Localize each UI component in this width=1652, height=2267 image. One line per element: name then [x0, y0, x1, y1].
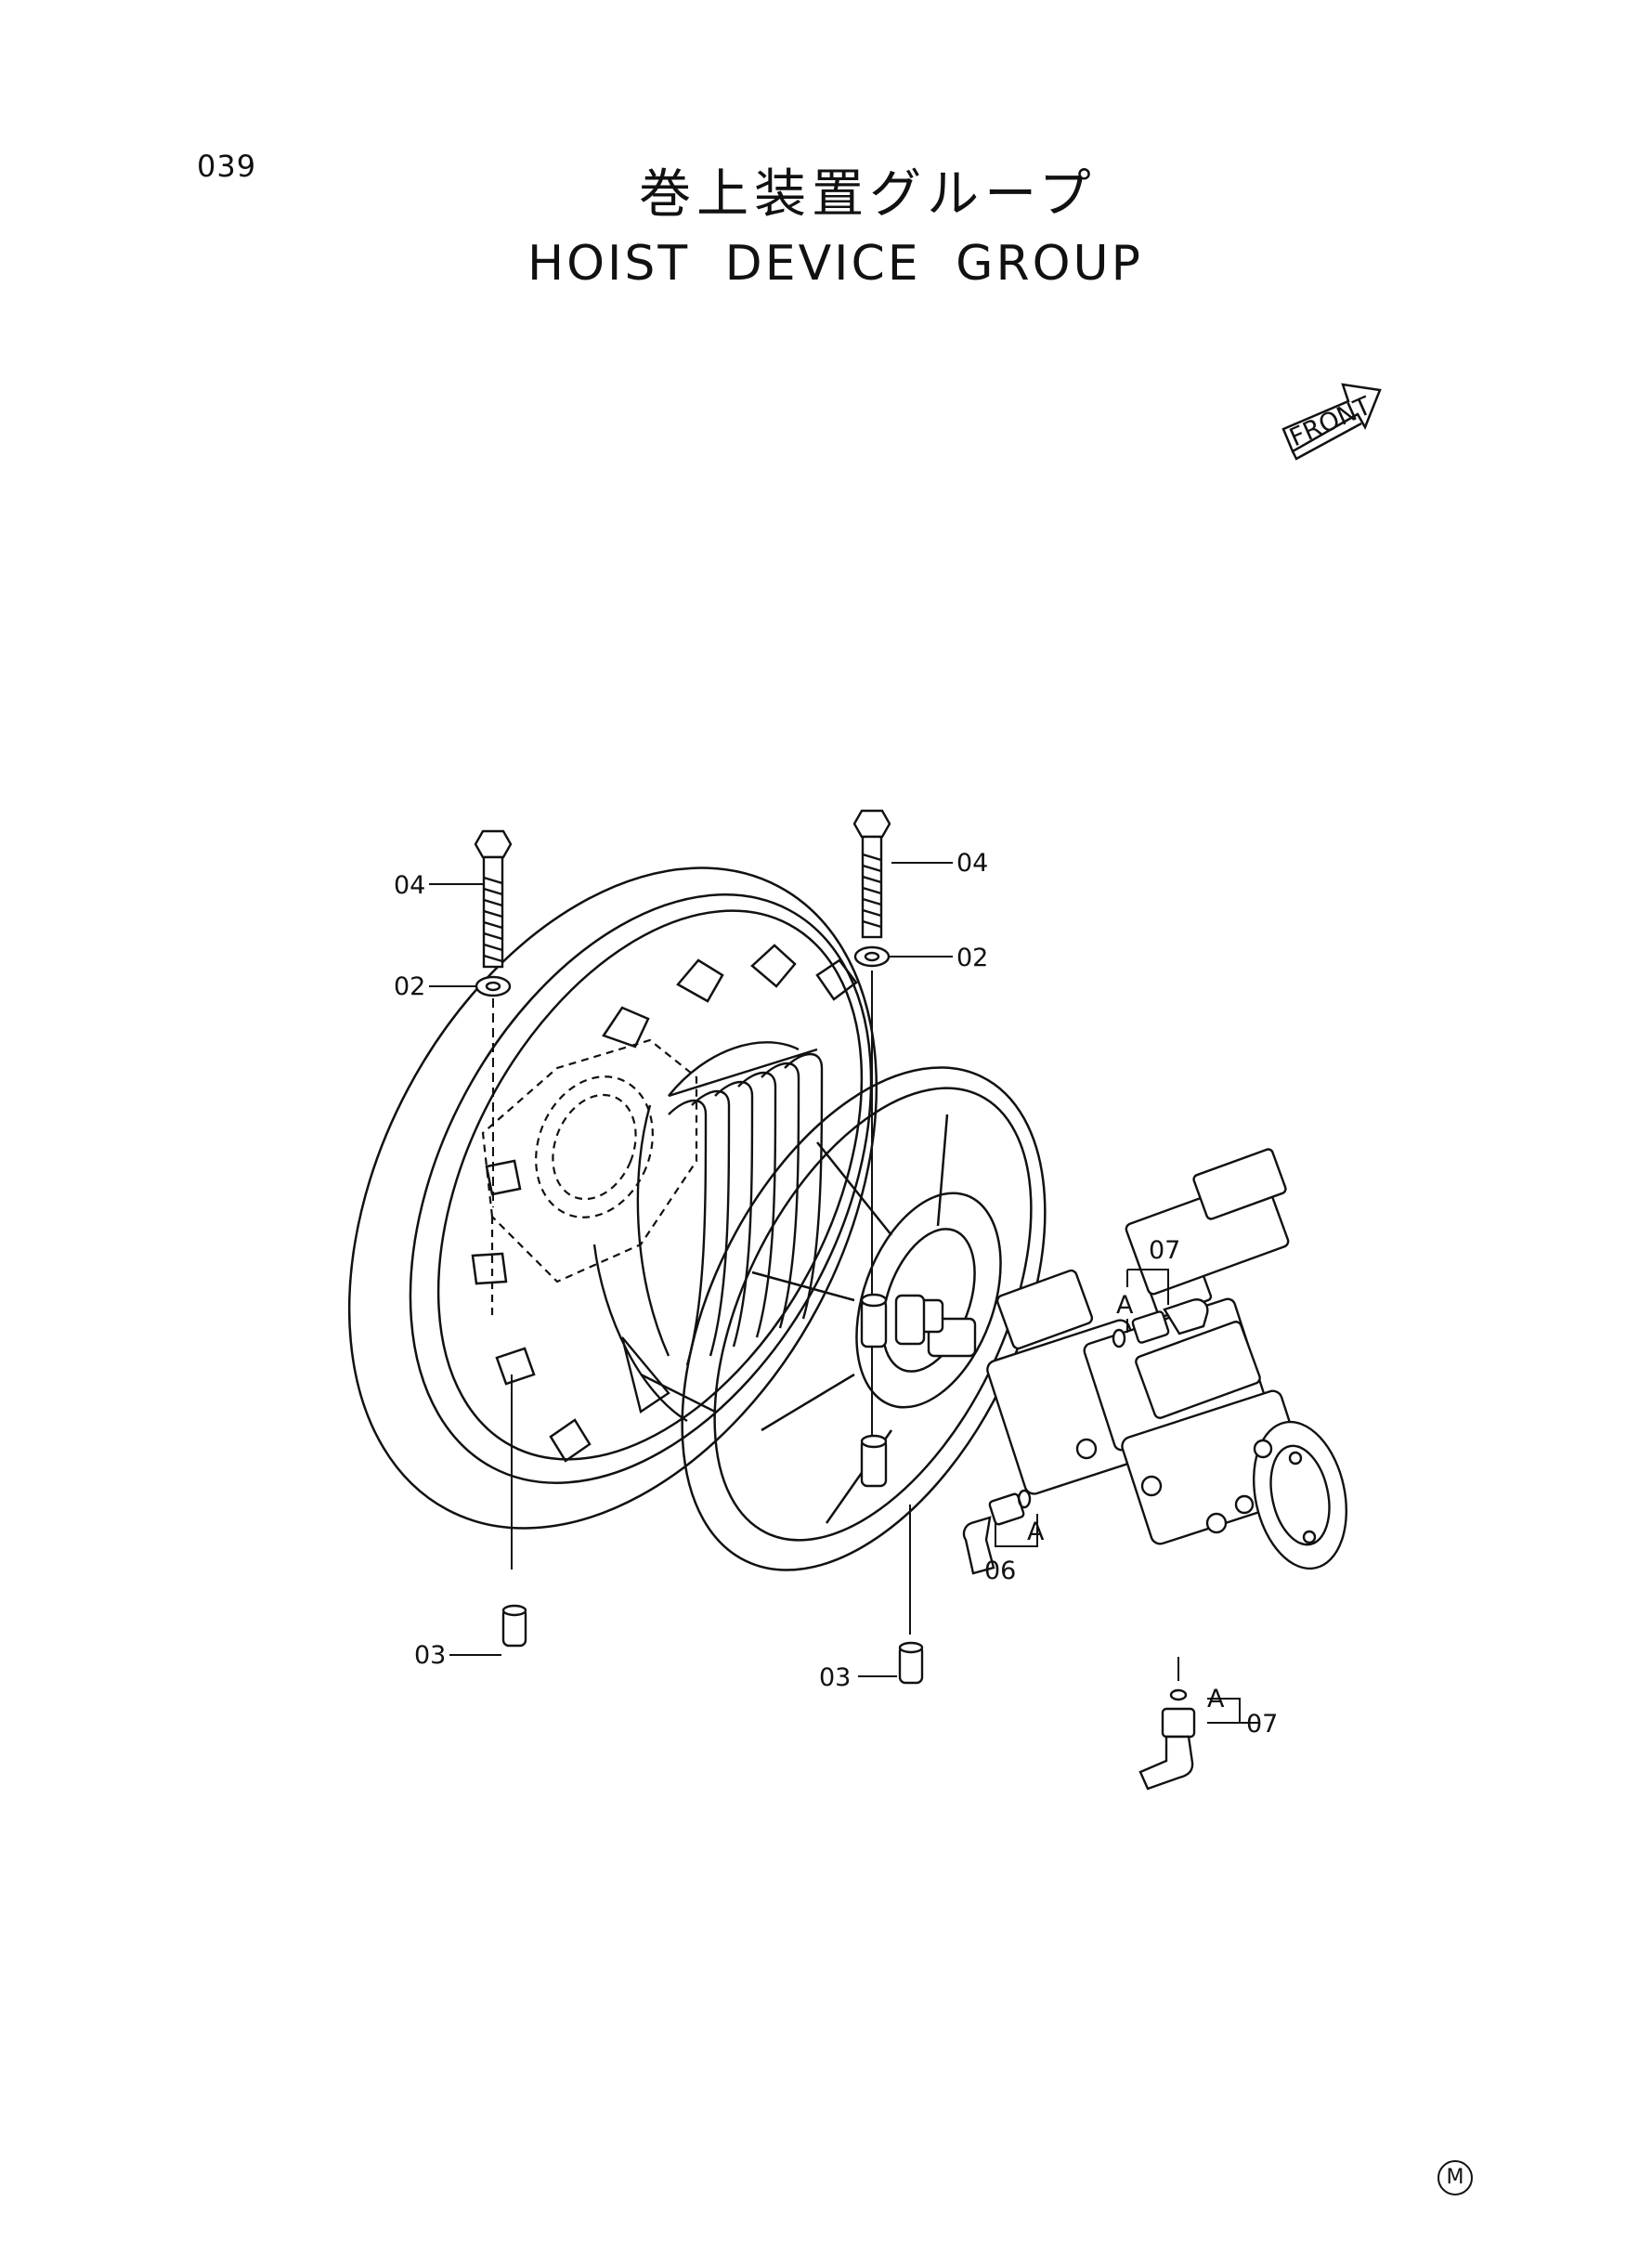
- drum-body: [592, 1041, 824, 1423]
- callout-bolt-right: 04: [956, 849, 988, 878]
- page-title-japanese: 巻上装置グループ: [639, 164, 1097, 225]
- pin-right: [898, 1641, 924, 1685]
- callout-bolt-left: 04: [394, 871, 425, 900]
- front-arrow-icon: FRONT: [1281, 383, 1382, 461]
- callout-detail-mid: A: [1027, 1518, 1045, 1546]
- washer-right: [853, 945, 891, 968]
- washer-left: [475, 975, 512, 997]
- hoist-motor-assembly: [904, 1148, 1348, 1570]
- callout-detail-upper: A: [1116, 1291, 1134, 1320]
- bolt-left: [474, 829, 513, 969]
- callout-pin-right: 03: [819, 1663, 851, 1692]
- fitting-lower: [1138, 1688, 1196, 1791]
- title-block: 巻上装置グループ HOIST DEVICE GROUP: [0, 165, 1652, 293]
- circled-m-mark: M: [1437, 2160, 1473, 2195]
- rear-bearing-housing: [481, 1038, 698, 1319]
- callout-elbow-lower: 06: [984, 1557, 1016, 1585]
- callout-washer-right: 02: [956, 944, 988, 972]
- callout-fitting-upper: 07: [1149, 1236, 1180, 1265]
- front-arrow-label: FRONT: [1285, 391, 1375, 452]
- pin-right-assembled: [860, 1293, 926, 1488]
- bolt-right: [852, 809, 891, 939]
- o-ring-marks: [1018, 1329, 1187, 1700]
- fitting-upper: [1112, 1298, 1209, 1348]
- callout-detail-lower: A: [1207, 1685, 1225, 1713]
- callout-pin-left: 03: [414, 1641, 446, 1670]
- callout-leaders: [429, 862, 1259, 1724]
- callout-fitting-lower: 07: [1246, 1710, 1278, 1739]
- page-number: 039: [197, 149, 257, 184]
- pin-left: [501, 1604, 527, 1648]
- page-title-english: HOIST DEVICE GROUP: [527, 236, 1143, 292]
- elbow-lower: [962, 1489, 1032, 1575]
- callout-washer-left: 02: [394, 972, 425, 1001]
